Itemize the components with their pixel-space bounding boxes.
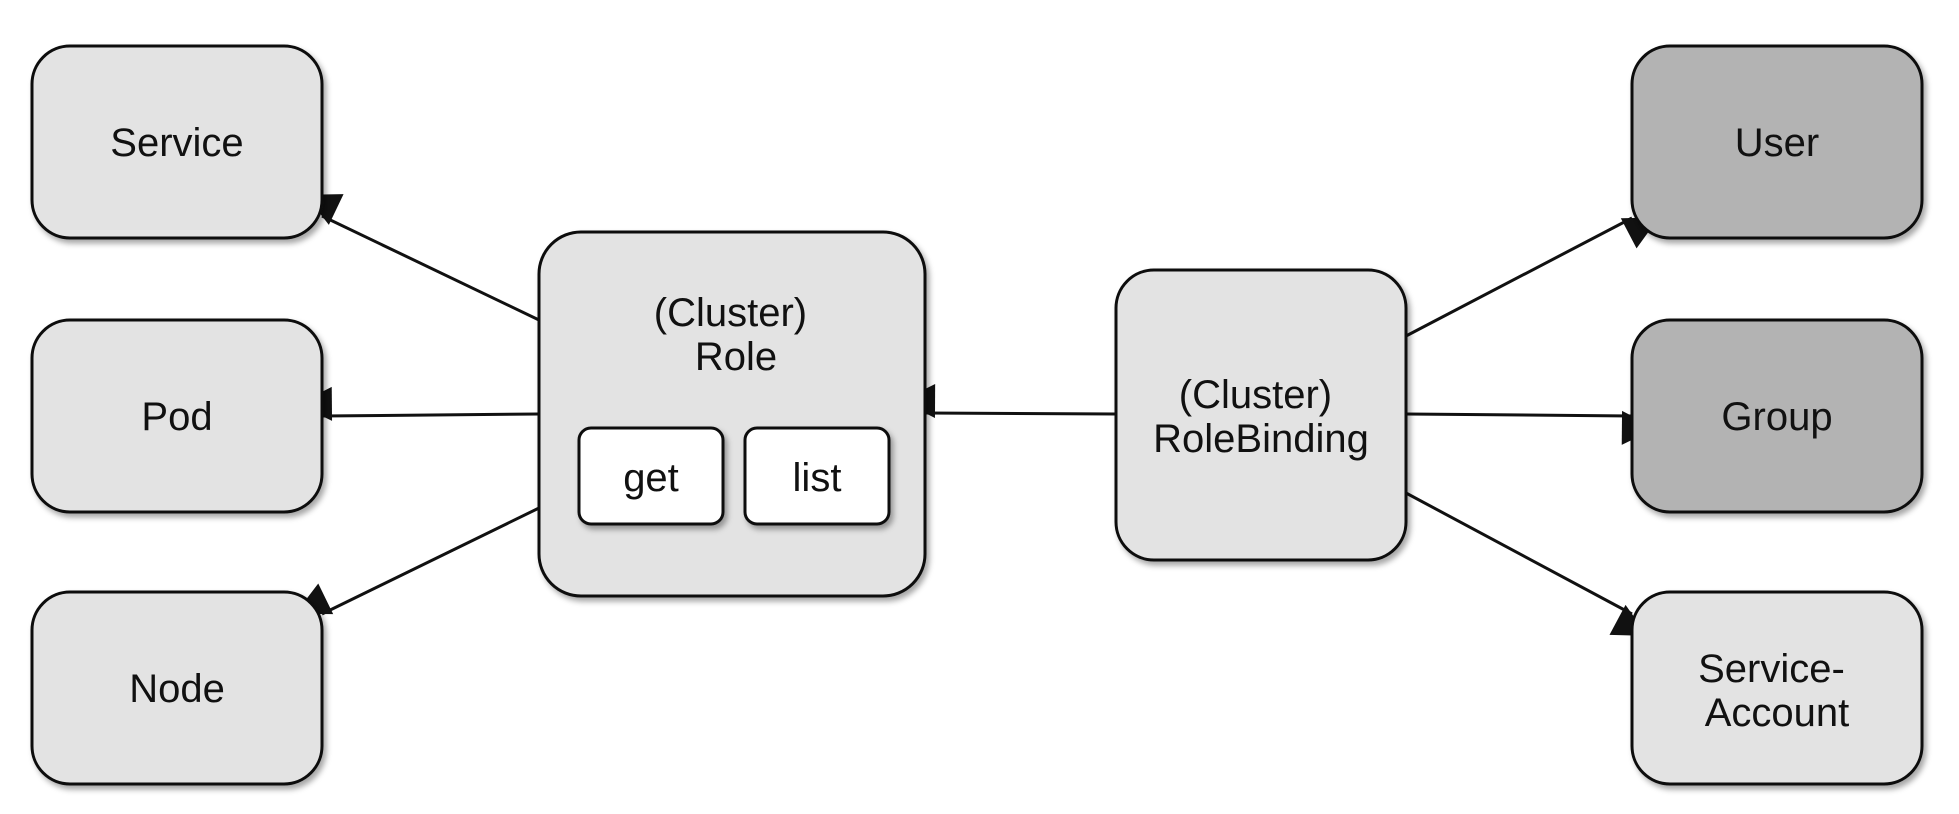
cluster-role-node: (Cluster) Role	[537, 230, 927, 598]
group-node: Group	[1630, 318, 1924, 514]
node-label: Node	[129, 667, 225, 711]
node-node: Node	[30, 590, 324, 786]
verb-list-node: list	[743, 426, 891, 526]
cluster-role-label: (Cluster) Role	[654, 291, 818, 379]
user-node: User	[1630, 44, 1924, 240]
edge-role-to-node	[295, 506, 540, 616]
cluster-rolebinding-node: (Cluster) RoleBinding	[1114, 268, 1408, 562]
edge-role-to-service	[305, 194, 540, 322]
group-label: Group	[1721, 395, 1832, 439]
edge-rolebinding-to-group	[1405, 410, 1656, 445]
verb-list-label: list	[793, 456, 842, 500]
edges-layer	[295, 194, 1659, 636]
pod-node: Pod	[30, 318, 324, 514]
pod-label: Pod	[141, 395, 212, 439]
edge-rolebinding-to-role	[901, 384, 1117, 419]
user-label: User	[1735, 121, 1819, 165]
cluster-rolebinding-label: (Cluster) RoleBinding	[1153, 373, 1369, 461]
edge-role-to-pod	[297, 386, 540, 421]
verb-get-label: get	[623, 456, 679, 500]
service-label: Service	[110, 121, 243, 165]
verb-get-node: get	[577, 426, 725, 526]
edge-rolebinding-to-user	[1405, 216, 1659, 338]
nodes-layer: Service Pod Node (Cluster) Role	[30, 44, 1924, 786]
service-account-label: Service- Account	[1698, 647, 1856, 735]
service-account-node: Service- Account	[1630, 590, 1924, 786]
edge-rolebinding-to-serviceaccount	[1405, 491, 1648, 636]
service-node: Service	[30, 44, 324, 240]
